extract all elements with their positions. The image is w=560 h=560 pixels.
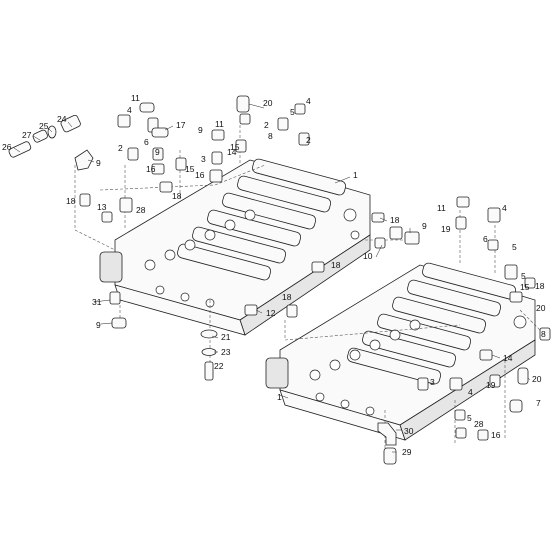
callout-label: 22 xyxy=(214,361,224,371)
upper-end-cap xyxy=(99,251,123,283)
callout-label: 4 xyxy=(502,203,507,213)
callout-label: 3 xyxy=(430,377,435,387)
lower-valve-block xyxy=(265,262,536,441)
callout-label: 15 xyxy=(230,142,240,152)
callout-label: 4 xyxy=(468,387,473,397)
callout-label: 2 xyxy=(118,143,123,153)
upper-valve-block xyxy=(99,158,371,336)
callout-label: 5 xyxy=(467,413,472,423)
callout-label: 18 xyxy=(172,191,182,201)
callout-label: 20 xyxy=(532,374,542,384)
callout-label: 18 xyxy=(282,292,292,302)
callout-label: 31 xyxy=(92,297,102,307)
callout-label: 4 xyxy=(306,96,311,106)
callout-label: 13 xyxy=(97,202,107,212)
callout-label: 6 xyxy=(483,234,488,244)
callout-label: 19 xyxy=(441,224,451,234)
callout-label: 26 xyxy=(2,142,12,152)
callout-label: 5 xyxy=(521,271,526,281)
callout-label: 11 xyxy=(437,203,446,213)
callout-label: 14 xyxy=(503,353,513,363)
callout-label: 28 xyxy=(136,205,146,215)
callout-label: 27 xyxy=(22,130,32,140)
callout-label: 9 xyxy=(96,320,101,330)
callout-label: 2 xyxy=(306,135,311,145)
callout-label: 15 xyxy=(185,164,195,174)
leader-lines xyxy=(13,103,531,453)
callout-label: 8 xyxy=(541,329,546,339)
callout-label: 11 xyxy=(215,119,224,129)
upper-ports xyxy=(144,208,360,308)
callout-label: 24 xyxy=(57,114,67,124)
callout-label: 17 xyxy=(176,120,186,130)
callout-label: 7 xyxy=(536,398,541,408)
callout-label: 11 xyxy=(131,93,140,103)
callout-label: 12 xyxy=(266,308,276,318)
callout-label: 9 xyxy=(96,158,101,168)
callout-label: 6 xyxy=(144,137,149,147)
callout-label: 1 xyxy=(353,170,358,180)
callout-label: 9 xyxy=(198,125,203,135)
callout-label: 19 xyxy=(486,380,496,390)
callout-label: 14 xyxy=(227,147,237,157)
lower-end-cap xyxy=(265,357,289,389)
callout-label: 1 xyxy=(277,392,282,402)
lower-ports xyxy=(309,315,527,416)
upper-spools xyxy=(177,158,347,281)
callout-label: 8 xyxy=(268,131,273,141)
callout-label: 16 xyxy=(491,430,501,440)
callout-label: 15 xyxy=(520,282,530,292)
callout-label: 18 xyxy=(331,260,341,270)
callout-label: 25 xyxy=(39,121,49,131)
callout-label: 10 xyxy=(363,251,373,261)
callout-label: 16 xyxy=(195,170,205,180)
callout-label: 9 xyxy=(155,147,160,157)
callout-label: 20 xyxy=(263,98,273,108)
callout-label: 29 xyxy=(402,447,412,457)
lower-spools xyxy=(347,262,517,385)
callout-label: 23 xyxy=(221,347,231,357)
callout-label: 28 xyxy=(474,419,484,429)
callout-label: 9 xyxy=(422,221,427,231)
fittings xyxy=(8,95,551,465)
callout-label: 18 xyxy=(535,281,545,291)
callout-label: 21 xyxy=(221,332,231,342)
callout-label: 3 xyxy=(201,154,206,164)
callout-label: 30 xyxy=(404,426,414,436)
callout-label: 5 xyxy=(512,242,517,252)
callout-label: 20 xyxy=(536,303,546,313)
callout-label: 16 xyxy=(146,164,156,174)
callout-label: 2 xyxy=(264,120,269,130)
callout-label: 5 xyxy=(290,107,295,117)
callout-label: 4 xyxy=(127,105,132,115)
callout-labels: 26 27 25 24 9 11 4 17 20 4 5 9 11 2 8 2 … xyxy=(2,93,546,457)
callout-label: 18 xyxy=(390,215,400,225)
callout-label: 18 xyxy=(66,196,76,206)
